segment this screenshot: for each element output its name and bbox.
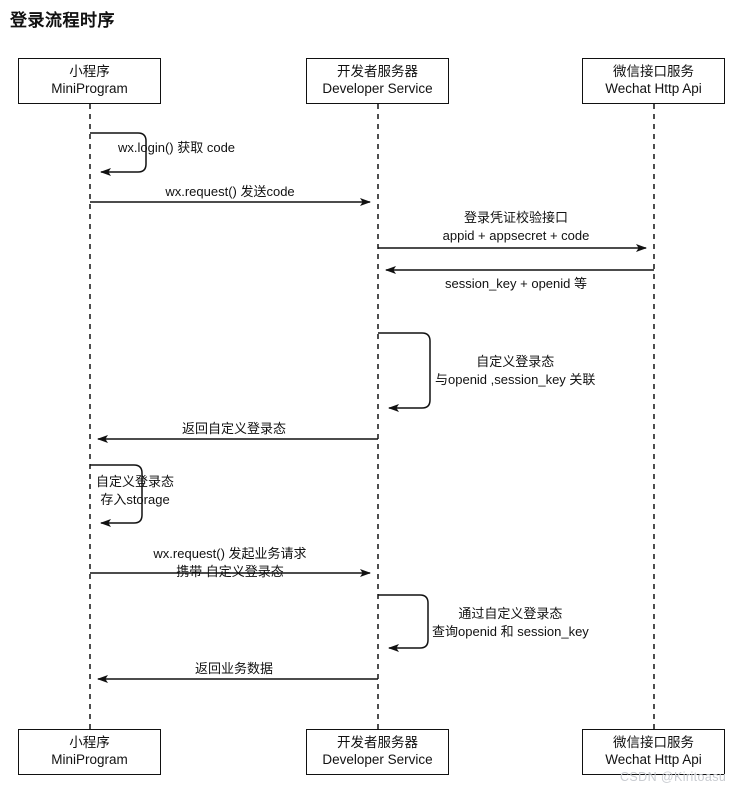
actor-header-wechat-http-api[interactable]: 微信接口服务 Wechat Http Api	[582, 58, 725, 104]
message-label-3: 登录凭证校验接口 appid + appsecret + code	[378, 209, 654, 244]
message-label-10: 返回业务数据	[90, 660, 378, 678]
message-arrow-5-self-custom-login-state	[378, 332, 431, 412]
message-label-7: 自定义登录态 存入storage	[96, 473, 174, 508]
message-label-9-line2: 查询openid 和 session_key	[432, 623, 589, 639]
message-label-1-line1: wx.login() 获取 code	[118, 140, 236, 155]
message-label-8: wx.request() 发起业务请求 携带 自定义登录态	[90, 545, 370, 580]
message-label-2-line1: wx.request() 发送code	[165, 184, 295, 199]
page-title: 登录流程时序	[10, 11, 115, 30]
message-label-6-line1: 返回自定义登录态	[181, 421, 286, 436]
message-label-8-line1: wx.request() 发起业务请求	[153, 546, 307, 561]
actor-name-cn: 微信接口服务	[613, 735, 694, 751]
message-label-9: 通过自定义登录态 查询openid 和 session_key	[432, 605, 589, 640]
message-label-1: wx.login() 获取 code	[118, 139, 235, 157]
message-label-3-line1: 登录凭证校验接口	[463, 210, 568, 225]
message-arrow-9-self-query-openid	[378, 594, 429, 652]
message-label-5: 自定义登录态 与openid ,session_key 关联	[435, 353, 595, 388]
message-label-5-line2: 与openid ,session_key 关联	[435, 371, 596, 387]
actor-name-en: MiniProgram	[51, 752, 128, 767]
actor-name-cn: 微信接口服务	[613, 64, 694, 80]
message-label-5-line1: 自定义登录态	[476, 354, 555, 369]
message-label-7-line1: 自定义登录态	[96, 474, 175, 489]
message-label-10-line1: 返回业务数据	[194, 661, 273, 676]
actor-name-en: Wechat Http Api	[605, 752, 702, 767]
message-label-4-line1: session_key + openid 等	[444, 276, 587, 291]
actor-name-cn: 开发者服务器	[337, 735, 418, 751]
actor-footer-developer-service[interactable]: 开发者服务器 Developer Service	[306, 729, 449, 775]
actor-name-cn: 小程序	[69, 735, 110, 751]
message-label-4: session_key + openid 等	[378, 275, 654, 293]
message-label-9-line1: 通过自定义登录态	[458, 606, 563, 621]
message-label-7-line2: 存入storage	[100, 491, 170, 507]
actor-name-en: Developer Service	[322, 752, 433, 767]
actor-footer-wechat-http-api[interactable]: 微信接口服务 Wechat Http Api	[582, 729, 725, 775]
message-label-8-line2: 携带 自定义登录态	[176, 563, 284, 579]
actor-header-developer-service[interactable]: 开发者服务器 Developer Service	[306, 58, 449, 104]
actor-footer-miniprogram[interactable]: 小程序 MiniProgram	[18, 729, 161, 775]
watermark: CSDN @Kiritoasu	[620, 770, 727, 784]
actor-name-cn: 开发者服务器	[337, 64, 418, 80]
actor-header-miniprogram[interactable]: 小程序 MiniProgram	[18, 58, 161, 104]
message-label-6: 返回自定义登录态	[90, 420, 378, 438]
actor-name-en: Developer Service	[322, 81, 433, 96]
message-label-2: wx.request() 发送code	[90, 183, 370, 201]
actor-name-en: MiniProgram	[51, 81, 128, 96]
actor-name-cn: 小程序	[69, 64, 110, 80]
message-label-3-line2: appid + appsecret + code	[442, 227, 590, 243]
actor-name-en: Wechat Http Api	[605, 81, 702, 96]
